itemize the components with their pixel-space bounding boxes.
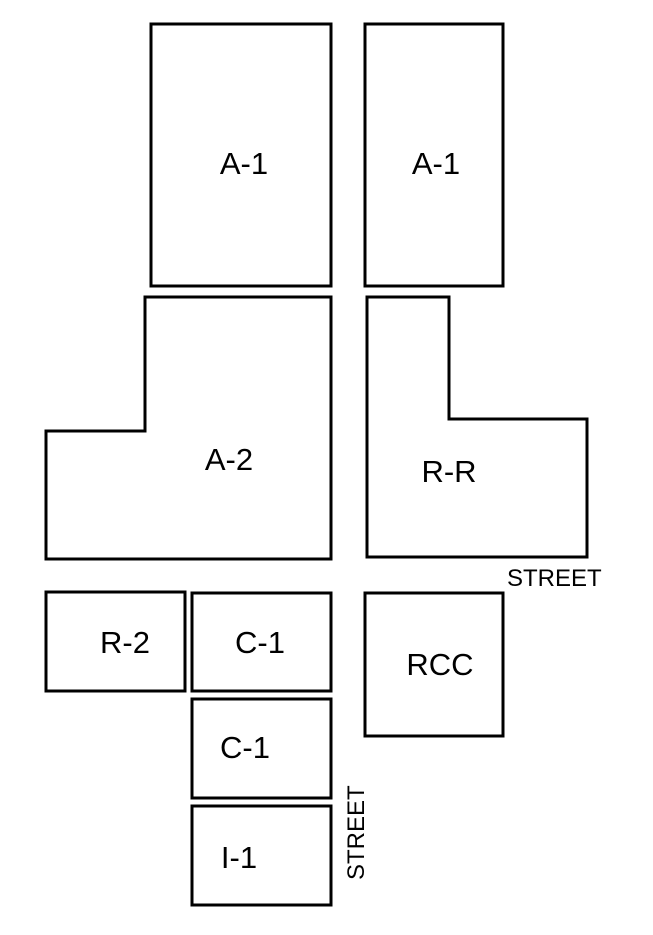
parcel-label: RCC	[406, 647, 473, 682]
parcel-r2: R-2	[44, 590, 187, 693]
parcel-a2: A-2	[44, 295, 333, 561]
parcel-shape	[149, 22, 333, 288]
parcel-c1-bottom: C-1	[190, 697, 333, 800]
parcel-shape	[44, 295, 333, 561]
street-label-vertical: STREET	[343, 785, 370, 880]
parcel-a1-left: A-1	[149, 22, 333, 288]
parcel-shape	[363, 22, 505, 288]
parcel-shape	[363, 591, 505, 738]
parcel-shape	[190, 591, 333, 693]
parcel-shape	[365, 295, 589, 559]
street-label-horizontal: STREET	[507, 565, 602, 592]
parcel-i1: I-1	[190, 804, 333, 907]
parcel-label: I-1	[221, 840, 257, 875]
parcel-rcc: RCC	[363, 591, 505, 738]
parcel-c1-top: C-1	[190, 591, 333, 693]
parcel-label: A-1	[412, 146, 460, 181]
parcel-label: R-R	[421, 454, 476, 489]
parcel-shape	[44, 590, 187, 693]
parcel-rr: R-R	[365, 295, 589, 559]
parcel-label: A-2	[205, 442, 253, 477]
parcel-a1-right: A-1	[363, 22, 505, 288]
parcel-shape	[190, 697, 333, 800]
parcel-label: R-2	[100, 625, 150, 660]
parcel-label: A-1	[220, 146, 268, 181]
parcel-label: C-1	[235, 625, 285, 660]
parcel-shape	[190, 804, 333, 907]
parcel-label: C-1	[220, 730, 270, 765]
